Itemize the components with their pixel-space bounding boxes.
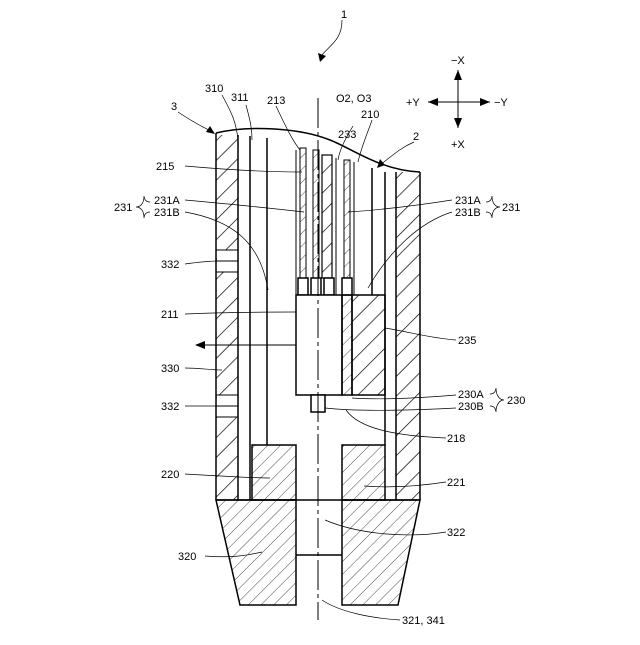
label-231a-left: 231A	[154, 195, 180, 207]
figure-leader	[318, 20, 342, 62]
label-210: 210	[361, 109, 379, 121]
label-311: 311	[231, 92, 249, 104]
label-231b-left: 231B	[154, 207, 180, 219]
housing-left	[216, 133, 238, 500]
label-2: 2	[413, 131, 419, 143]
wire-bundle	[296, 148, 354, 295]
label-231-right: 231	[502, 202, 520, 214]
label-pos-x: +X	[451, 139, 465, 151]
label-332-bottom: 332	[161, 401, 179, 413]
label-310: 310	[205, 83, 223, 95]
label-neg-y: −Y	[494, 97, 508, 109]
label-213: 213	[267, 95, 285, 107]
label-230: 230	[507, 395, 525, 407]
label-332-top: 332	[161, 259, 179, 271]
label-pos-y: +Y	[406, 97, 420, 109]
label-231-left: 231	[114, 202, 132, 214]
label-3: 3	[171, 101, 177, 113]
label-235: 235	[458, 335, 476, 347]
label-218: 218	[447, 433, 465, 445]
label-o2-o3: O2, O3	[336, 93, 371, 105]
label-231a-right: 231A	[455, 195, 481, 207]
label-211: 211	[161, 309, 179, 321]
label-215: 215	[156, 161, 174, 173]
label-231b-right: 231B	[455, 207, 481, 219]
label-322: 322	[447, 527, 465, 539]
sensor-element	[296, 295, 385, 412]
label-321-341: 321, 341	[402, 615, 445, 627]
label-233: 233	[338, 129, 356, 141]
label-figure-number: 1	[341, 9, 347, 21]
label-230a: 230A	[458, 389, 484, 401]
label-neg-x: −X	[451, 55, 465, 67]
label-220: 220	[161, 469, 179, 481]
label-330: 330	[161, 363, 179, 375]
label-230b: 230B	[458, 401, 484, 413]
label-320: 320	[178, 551, 196, 563]
direction-indicator	[428, 70, 490, 128]
label-221: 221	[447, 477, 465, 489]
